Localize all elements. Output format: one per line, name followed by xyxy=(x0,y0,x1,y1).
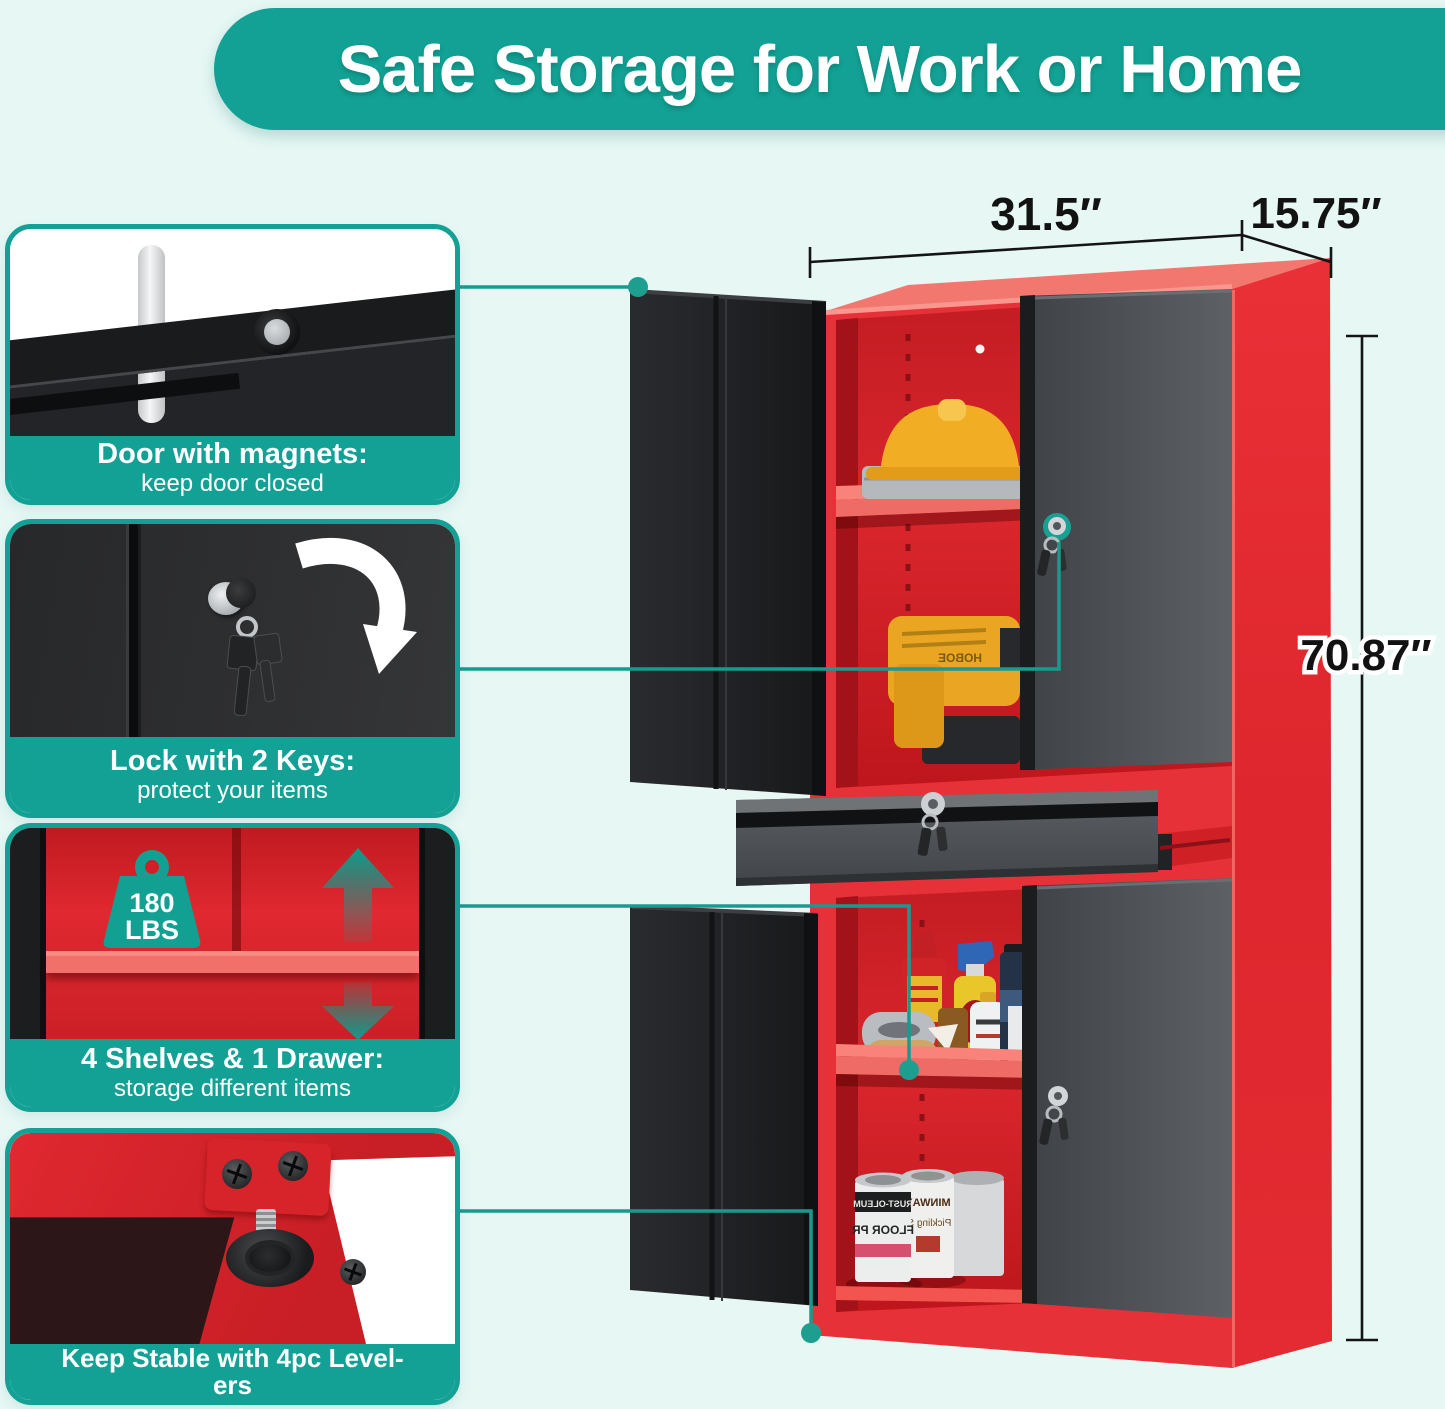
upper-left-door-open xyxy=(630,289,827,796)
callout-connectors xyxy=(455,285,1061,1328)
leveler-foot xyxy=(226,1229,314,1287)
weight-capacity-icon xyxy=(103,850,201,948)
feature-card-shelves: 180 LBS 4 Shelves & 1 Drawer: storage di… xyxy=(5,823,460,1112)
feature-subtitle: protect your items xyxy=(137,776,328,804)
feature-card-levelers: Keep Stable with 4pc Level- ers xyxy=(5,1128,460,1405)
upper-right-door xyxy=(1020,289,1233,770)
adjustable-shelf xyxy=(46,956,419,973)
feature-subtitle: storage different items xyxy=(113,1074,351,1102)
drawer-open xyxy=(736,790,1232,886)
feature-title: Door with magnets: xyxy=(97,438,368,471)
dimension-annotations xyxy=(808,220,1378,1342)
title-banner: Safe Storage for Work or Home xyxy=(214,8,1445,130)
svg-text:FLOOR PR: FLOOR PR xyxy=(852,1223,914,1237)
drawer-slide-rail xyxy=(1158,826,1232,868)
connector-levelers xyxy=(455,1209,813,1328)
weight-unit: LBS xyxy=(125,915,179,945)
connector-dot-shelves xyxy=(899,1060,919,1080)
depth-dimension-label: 15.75″ xyxy=(1250,189,1381,238)
drawer-handle-groove xyxy=(736,802,1158,828)
cabinet-side-panel xyxy=(1232,258,1332,1368)
connector-dot-levelers xyxy=(801,1323,821,1343)
cabinet-top-face xyxy=(810,258,1330,316)
svg-text:Pickling St: Pickling St xyxy=(904,1218,951,1229)
feature-caption: Lock with 2 Keys: protect your items xyxy=(10,737,455,813)
connector-dot-magnets xyxy=(628,277,648,297)
connector-lock xyxy=(455,542,1061,671)
depth-dimension-line xyxy=(1241,233,1332,264)
arrow-up-icon xyxy=(322,848,394,942)
weight-value: 180 xyxy=(129,888,175,918)
svg-text:RUST-OLEUM: RUST-OLEUM xyxy=(853,1199,913,1209)
svg-text:MINWAX: MINWAX xyxy=(905,1197,951,1209)
lower-left-door-open xyxy=(630,905,819,1306)
door-edge xyxy=(419,828,455,1039)
feature-caption: Keep Stable with 4pc Level- ers xyxy=(10,1344,455,1400)
paint-can-back xyxy=(950,1171,1004,1276)
feature-title-line2: ers xyxy=(212,1370,253,1400)
width-dimension-label: 31.5″ xyxy=(990,188,1102,240)
feature-caption: Door with magnets: keep door closed xyxy=(10,436,455,500)
feature-caption: 4 Shelves & 1 Drawer: storage different … xyxy=(10,1039,455,1107)
feature-card-magnets: Door with magnets: keep door closed xyxy=(5,224,460,505)
screw-icon xyxy=(222,1159,252,1189)
hard-hat-brim xyxy=(866,467,1028,480)
cabinet: HOBOE xyxy=(630,258,1332,1368)
lower-right-door xyxy=(1022,878,1233,1318)
screw-icon xyxy=(340,1259,366,1285)
leveler-photo xyxy=(10,1133,455,1344)
magnet-icon xyxy=(254,309,300,355)
width-dimension-line xyxy=(809,233,1243,264)
magnet-door-photo xyxy=(10,229,455,436)
shelf-interior-photo: 180 LBS xyxy=(10,828,455,1039)
feature-title: Keep Stable with 4pc Level- xyxy=(61,1342,404,1373)
page-title: Safe Storage for Work or Home xyxy=(337,31,1303,107)
height-dimension-label: 70.87″ xyxy=(1300,631,1431,680)
back-panel-hole xyxy=(975,344,985,354)
door-edge xyxy=(10,828,46,1039)
screw-icon xyxy=(278,1151,308,1181)
feature-subtitle: keep door closed xyxy=(141,469,324,497)
paint-can-right: MINWAX Pickling St xyxy=(902,1169,954,1278)
arrow-down-icon xyxy=(322,982,394,1039)
connector-shelves xyxy=(455,904,911,1066)
paint-can-left: RUST-OLEUM FLOOR PR xyxy=(852,1172,914,1282)
feature-title: 4 Shelves & 1 Drawer: xyxy=(80,1043,385,1076)
hard-hat xyxy=(880,404,1020,476)
turn-arrow-icon xyxy=(295,538,417,674)
lock-keys-photo xyxy=(10,524,455,737)
feature-card-lock: Lock with 2 Keys: protect your items xyxy=(5,519,460,818)
feature-title: Lock with 2 Keys: xyxy=(110,745,355,778)
drill-label: HOBOE xyxy=(938,651,982,665)
